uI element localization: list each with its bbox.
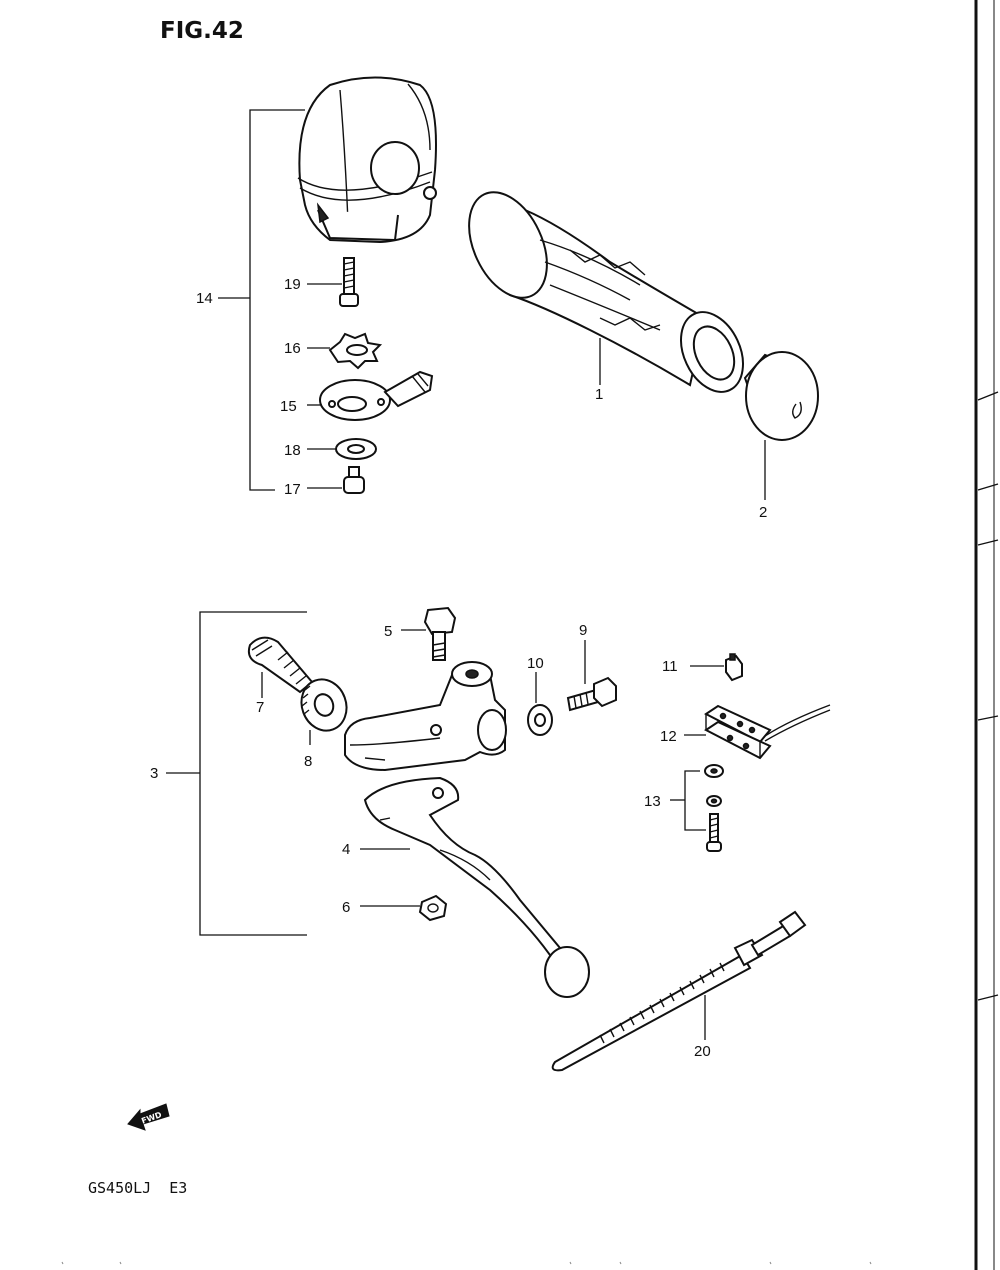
screw-19 xyxy=(339,257,359,307)
nut-6 xyxy=(418,894,448,922)
clutch-lever-4 xyxy=(363,776,590,998)
callout-8: 8 xyxy=(304,753,312,770)
page-border xyxy=(974,0,999,1270)
callout-19: 19 xyxy=(284,276,301,293)
callout-20: 20 xyxy=(694,1043,711,1060)
locknut-8 xyxy=(300,678,348,732)
callout-13: 13 xyxy=(644,793,661,810)
scan-marks xyxy=(61,1261,872,1265)
fwd-arrow-icon: FWD xyxy=(127,1103,170,1131)
callout-15: 15 xyxy=(280,398,297,415)
bracket-3 xyxy=(166,611,307,936)
callout-18: 18 xyxy=(284,442,301,459)
callout-10: 10 xyxy=(527,655,544,672)
switch-11 xyxy=(725,653,743,682)
choke-lever-15 xyxy=(319,370,434,421)
bracket-14 xyxy=(218,109,305,491)
callout-6: 6 xyxy=(342,899,350,916)
callout-3: 3 xyxy=(150,765,158,782)
callout-17: 17 xyxy=(284,481,301,498)
cable-tie-20 xyxy=(551,910,807,1072)
callout-16: 16 xyxy=(284,340,301,357)
callout-14: 14 xyxy=(196,290,213,307)
callout-2: 2 xyxy=(759,504,767,521)
callout-9: 9 xyxy=(579,622,587,639)
bolt-5 xyxy=(423,606,457,661)
model-code: GS450LJ E3 xyxy=(88,1179,187,1197)
adjuster-bolt-7 xyxy=(247,636,314,694)
bar-end-weight-2 xyxy=(743,351,819,441)
lock-washer-16 xyxy=(328,332,383,370)
lever-holder xyxy=(344,661,507,772)
handlebar-grip-1 xyxy=(468,191,744,393)
hardware-13 xyxy=(670,764,724,852)
callout-1: 1 xyxy=(595,386,603,403)
washer-10 xyxy=(527,704,553,736)
clutch-switch-12 xyxy=(704,704,831,760)
callout-4: 4 xyxy=(342,841,350,858)
callout-12: 12 xyxy=(660,728,677,745)
bolt-9 xyxy=(566,676,617,712)
figure-title: FIG.42 xyxy=(160,18,244,44)
washer-18 xyxy=(335,438,377,460)
callout-7: 7 xyxy=(256,699,264,716)
screw-17 xyxy=(343,466,365,494)
callout-5: 5 xyxy=(384,623,392,640)
switch-housing xyxy=(297,76,437,244)
callout-11: 11 xyxy=(662,658,678,675)
